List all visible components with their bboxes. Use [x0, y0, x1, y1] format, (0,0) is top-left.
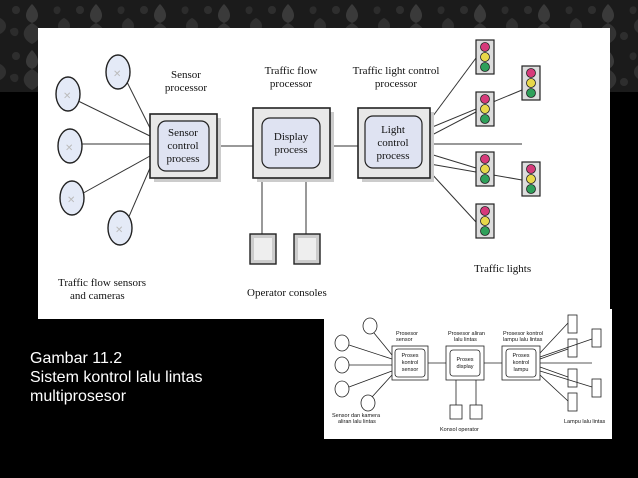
- small-light-control-process-line2: kontrol: [513, 360, 530, 366]
- sensor-icon: ✕: [105, 54, 131, 90]
- traffic-lights-label: Traffic lights: [474, 263, 531, 275]
- traffic-light-control-processor-heading-line2: processor: [375, 78, 417, 90]
- traffic-flow-processor-heading-line1: Traffic flow: [265, 65, 318, 77]
- sensor-icon: ✕: [107, 210, 133, 246]
- svg-text:✕: ✕: [63, 91, 71, 102]
- small-traffic-flow-processor-heading-line2: lalu lintas: [454, 337, 477, 343]
- traffic-light-control-processor-heading-line1: Traffic light control: [353, 65, 440, 77]
- small-traffic-flow-processor-heading-line1: Prosesor aliran: [448, 331, 485, 337]
- light-control-process-line1: Light: [381, 124, 405, 136]
- small-sensors-label-line1: Sensor dan kamera: [332, 413, 381, 419]
- small-light-control-process-line3: lampu: [514, 367, 529, 373]
- operator-console-icon: [293, 233, 321, 265]
- traffic-flow-processor-box: Display process: [252, 107, 334, 182]
- small-traffic-light-control-processor-heading-line2: lampu lalu lintas: [503, 337, 543, 343]
- sensor-control-process-line3: process: [167, 153, 200, 165]
- traffic-light-icon: [475, 203, 495, 239]
- small-traffic-lights-label: Lampu lalu lintas: [564, 419, 606, 425]
- caption-line-2: Sistem kontrol lalu lintas: [30, 369, 203, 386]
- sensor-processor-heading-line1: Sensor: [171, 69, 201, 81]
- sensors-label-line1: Traffic flow sensors: [58, 277, 146, 289]
- sensor-processor-box: Sensor control process: [149, 113, 221, 182]
- small-display-process-line1: Proses: [456, 357, 473, 363]
- small-display-process-line2: display: [456, 364, 473, 370]
- traffic-light-icon: [475, 39, 495, 75]
- sensor-processor-heading-line2: processor: [165, 82, 207, 94]
- light-control-process-line2: control: [377, 137, 408, 149]
- sensor-icon: ✕: [59, 180, 85, 216]
- small-sensor-processor-heading-line2: sensor: [396, 337, 413, 343]
- sensor-control-process-line1: Sensor: [168, 127, 198, 139]
- small-light-control-process-line1: Proses: [512, 353, 529, 359]
- figure-caption: Gambar 11.2 Sistem kontrol lalu lintas m…: [30, 349, 310, 406]
- translated-traffic-control-diagram: Prosesor sensor Prosesor aliran lalu lin…: [324, 309, 612, 439]
- traffic-light-icon: [475, 151, 495, 187]
- small-traffic-light-control-processor-heading-line1: Prosesor kontrol: [503, 331, 543, 337]
- caption-line-3: multiprosesor: [30, 388, 127, 405]
- small-operator-consoles-label: Konsol operator: [440, 427, 479, 433]
- traffic-flow-processor-heading-line2: processor: [270, 78, 312, 90]
- svg-text:✕: ✕: [67, 195, 75, 206]
- light-control-process-line3: process: [377, 150, 410, 162]
- traffic-light-icon: [521, 161, 541, 197]
- display-process-line1: Display: [274, 131, 309, 143]
- traffic-light-control-processor-box: Light control process: [357, 107, 434, 182]
- small-sensor-control-process-line3: sensor: [402, 367, 419, 373]
- svg-text:✕: ✕: [65, 143, 73, 154]
- caption-line-1: Gambar 11.2: [30, 350, 123, 367]
- traffic-light-icon: [475, 91, 495, 127]
- sensor-icon: ✕: [57, 128, 83, 164]
- svg-text:✕: ✕: [115, 225, 123, 236]
- small-sensors-label-line2: aliran lalu lintas: [338, 419, 376, 425]
- operator-console-icon: [249, 233, 277, 265]
- operator-consoles-label: Operator consoles: [247, 287, 327, 299]
- traffic-light-icon: [521, 65, 541, 101]
- small-sensor-control-process-line1: Proses: [401, 353, 418, 359]
- sensor-icon: ✕: [55, 76, 81, 112]
- small-sensor-control-process-line2: kontrol: [402, 360, 419, 366]
- traffic-control-diagram: ✕ ✕ ✕ ✕ ✕ Sensor control process Display…: [38, 28, 610, 319]
- svg-text:✕: ✕: [113, 69, 121, 80]
- display-process-line2: process: [275, 144, 308, 156]
- sensors-label-line2: and cameras: [70, 290, 125, 302]
- small-sensor-processor-heading-line1: Prosesor: [396, 331, 418, 337]
- sensor-control-process-line2: control: [167, 140, 198, 152]
